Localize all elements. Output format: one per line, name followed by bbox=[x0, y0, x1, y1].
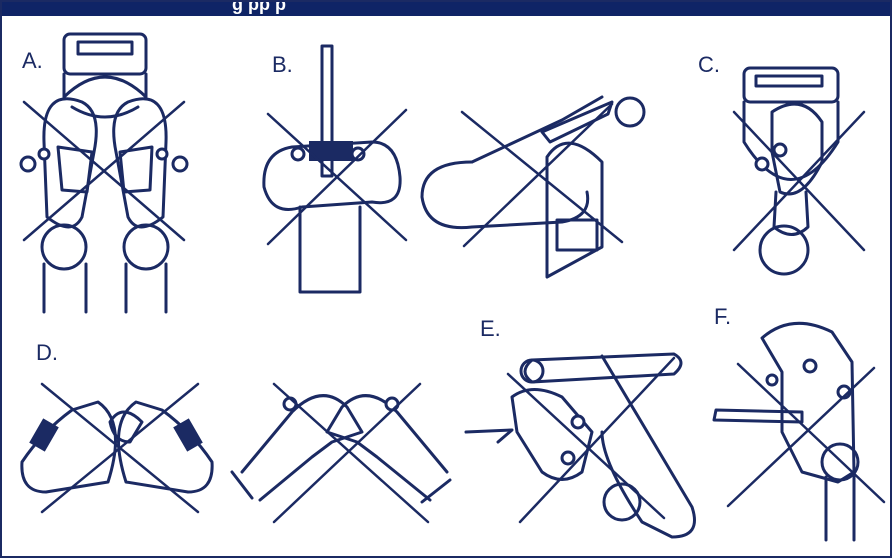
rod bbox=[320, 44, 334, 178]
linked-hook-lanyards bbox=[230, 470, 452, 504]
left-carabiner bbox=[20, 400, 118, 494]
panel-c-d-ring-body bbox=[742, 100, 840, 181]
pipe-end bbox=[519, 358, 545, 384]
panel-label-a: A. bbox=[22, 48, 43, 73]
webbing-label bbox=[555, 218, 599, 252]
panel-d-right-cross-line-2 bbox=[272, 382, 422, 524]
left-hook-eye bbox=[40, 223, 88, 271]
panel-c-pin bbox=[754, 156, 770, 172]
panel-c-d-ring-slot bbox=[754, 74, 824, 88]
panel-f-drawing bbox=[712, 321, 886, 542]
pipe bbox=[523, 352, 683, 384]
left-hook-pin bbox=[37, 147, 51, 161]
panel-b-drawing bbox=[262, 44, 646, 294]
panel-c-cross-line-2 bbox=[732, 110, 866, 252]
panel-b-left-cross-line-2 bbox=[266, 108, 408, 246]
beam-flange bbox=[712, 408, 804, 424]
title-banner: g pp p bbox=[2, 2, 890, 16]
left-carabiner-lock bbox=[29, 418, 59, 452]
left-linked-hook bbox=[240, 394, 364, 502]
banner-title: g pp p bbox=[232, 2, 286, 14]
panel-label-e: E. bbox=[480, 316, 501, 341]
webbing-strap bbox=[298, 205, 362, 294]
d-ring-body bbox=[62, 72, 148, 99]
d-ring-slot bbox=[76, 40, 134, 56]
panel-label-c: C. bbox=[698, 52, 720, 77]
right-hook-rivet bbox=[171, 155, 189, 173]
panel-f-rivet-top bbox=[802, 358, 818, 374]
panel-c-drawing bbox=[732, 66, 866, 276]
panel-f-cross-line-2 bbox=[726, 366, 876, 508]
panel-d-drawing bbox=[20, 382, 452, 524]
panel-f-snap-hook bbox=[760, 321, 856, 484]
panel-e-drawing bbox=[464, 352, 696, 539]
large-hook-webbing bbox=[545, 141, 604, 279]
panel-e-eye bbox=[602, 482, 642, 522]
d-ring-loop bbox=[70, 105, 140, 119]
triangle-ring bbox=[262, 140, 402, 211]
right-hook-gate bbox=[118, 145, 154, 194]
large-hook-gate bbox=[540, 100, 614, 144]
panel-c-rivet bbox=[772, 142, 788, 158]
left-lanyard bbox=[42, 262, 88, 314]
left-hook-rivet bbox=[19, 155, 37, 173]
panel-b-right-cross-line-1 bbox=[460, 110, 624, 244]
right-hook-eye bbox=[122, 223, 170, 271]
panel-label-d: D. bbox=[36, 340, 58, 365]
panel-f-eye bbox=[820, 442, 860, 482]
panel-a-drawing bbox=[19, 32, 189, 314]
d-ring-plate bbox=[62, 32, 148, 76]
panel-e-snap-hook bbox=[510, 388, 594, 481]
panel-b-right-cross-line-2 bbox=[462, 102, 614, 248]
panel-e-cross-line-1 bbox=[506, 372, 666, 520]
right-carabiner-lock bbox=[173, 418, 203, 452]
carabiner-link bbox=[108, 410, 144, 444]
panel-a-cross-line-2 bbox=[22, 100, 186, 242]
panel-label-f: F. bbox=[714, 304, 732, 329]
panel-d-left-cross-line-2 bbox=[40, 382, 200, 514]
panel-e-rivet bbox=[570, 414, 586, 430]
panel-c-eye bbox=[758, 224, 810, 276]
panel-e-cross-line-2 bbox=[518, 356, 676, 524]
right-lanyard bbox=[124, 262, 168, 314]
panel-e-strap bbox=[464, 428, 514, 444]
panel-label-b: B. bbox=[272, 52, 293, 77]
panel-e-pin bbox=[560, 450, 576, 466]
panel-f-pin bbox=[765, 373, 779, 387]
panel-e-triangle-ring bbox=[600, 354, 696, 539]
panel-f-lanyard bbox=[824, 475, 856, 542]
right-hook-pin bbox=[155, 147, 169, 161]
gate-rivet-left bbox=[290, 146, 306, 162]
panel-d-right-cross-line-1 bbox=[272, 382, 430, 524]
large-snap-hook-body bbox=[420, 160, 590, 230]
large-snap-hook-top bbox=[470, 95, 604, 164]
panel-c-d-ring-plate bbox=[742, 66, 840, 104]
gate-rivet-right bbox=[350, 146, 366, 162]
panel-f-cross-line-1 bbox=[736, 362, 886, 504]
left-snap-hook bbox=[42, 97, 98, 229]
large-hook-eye bbox=[614, 96, 646, 128]
